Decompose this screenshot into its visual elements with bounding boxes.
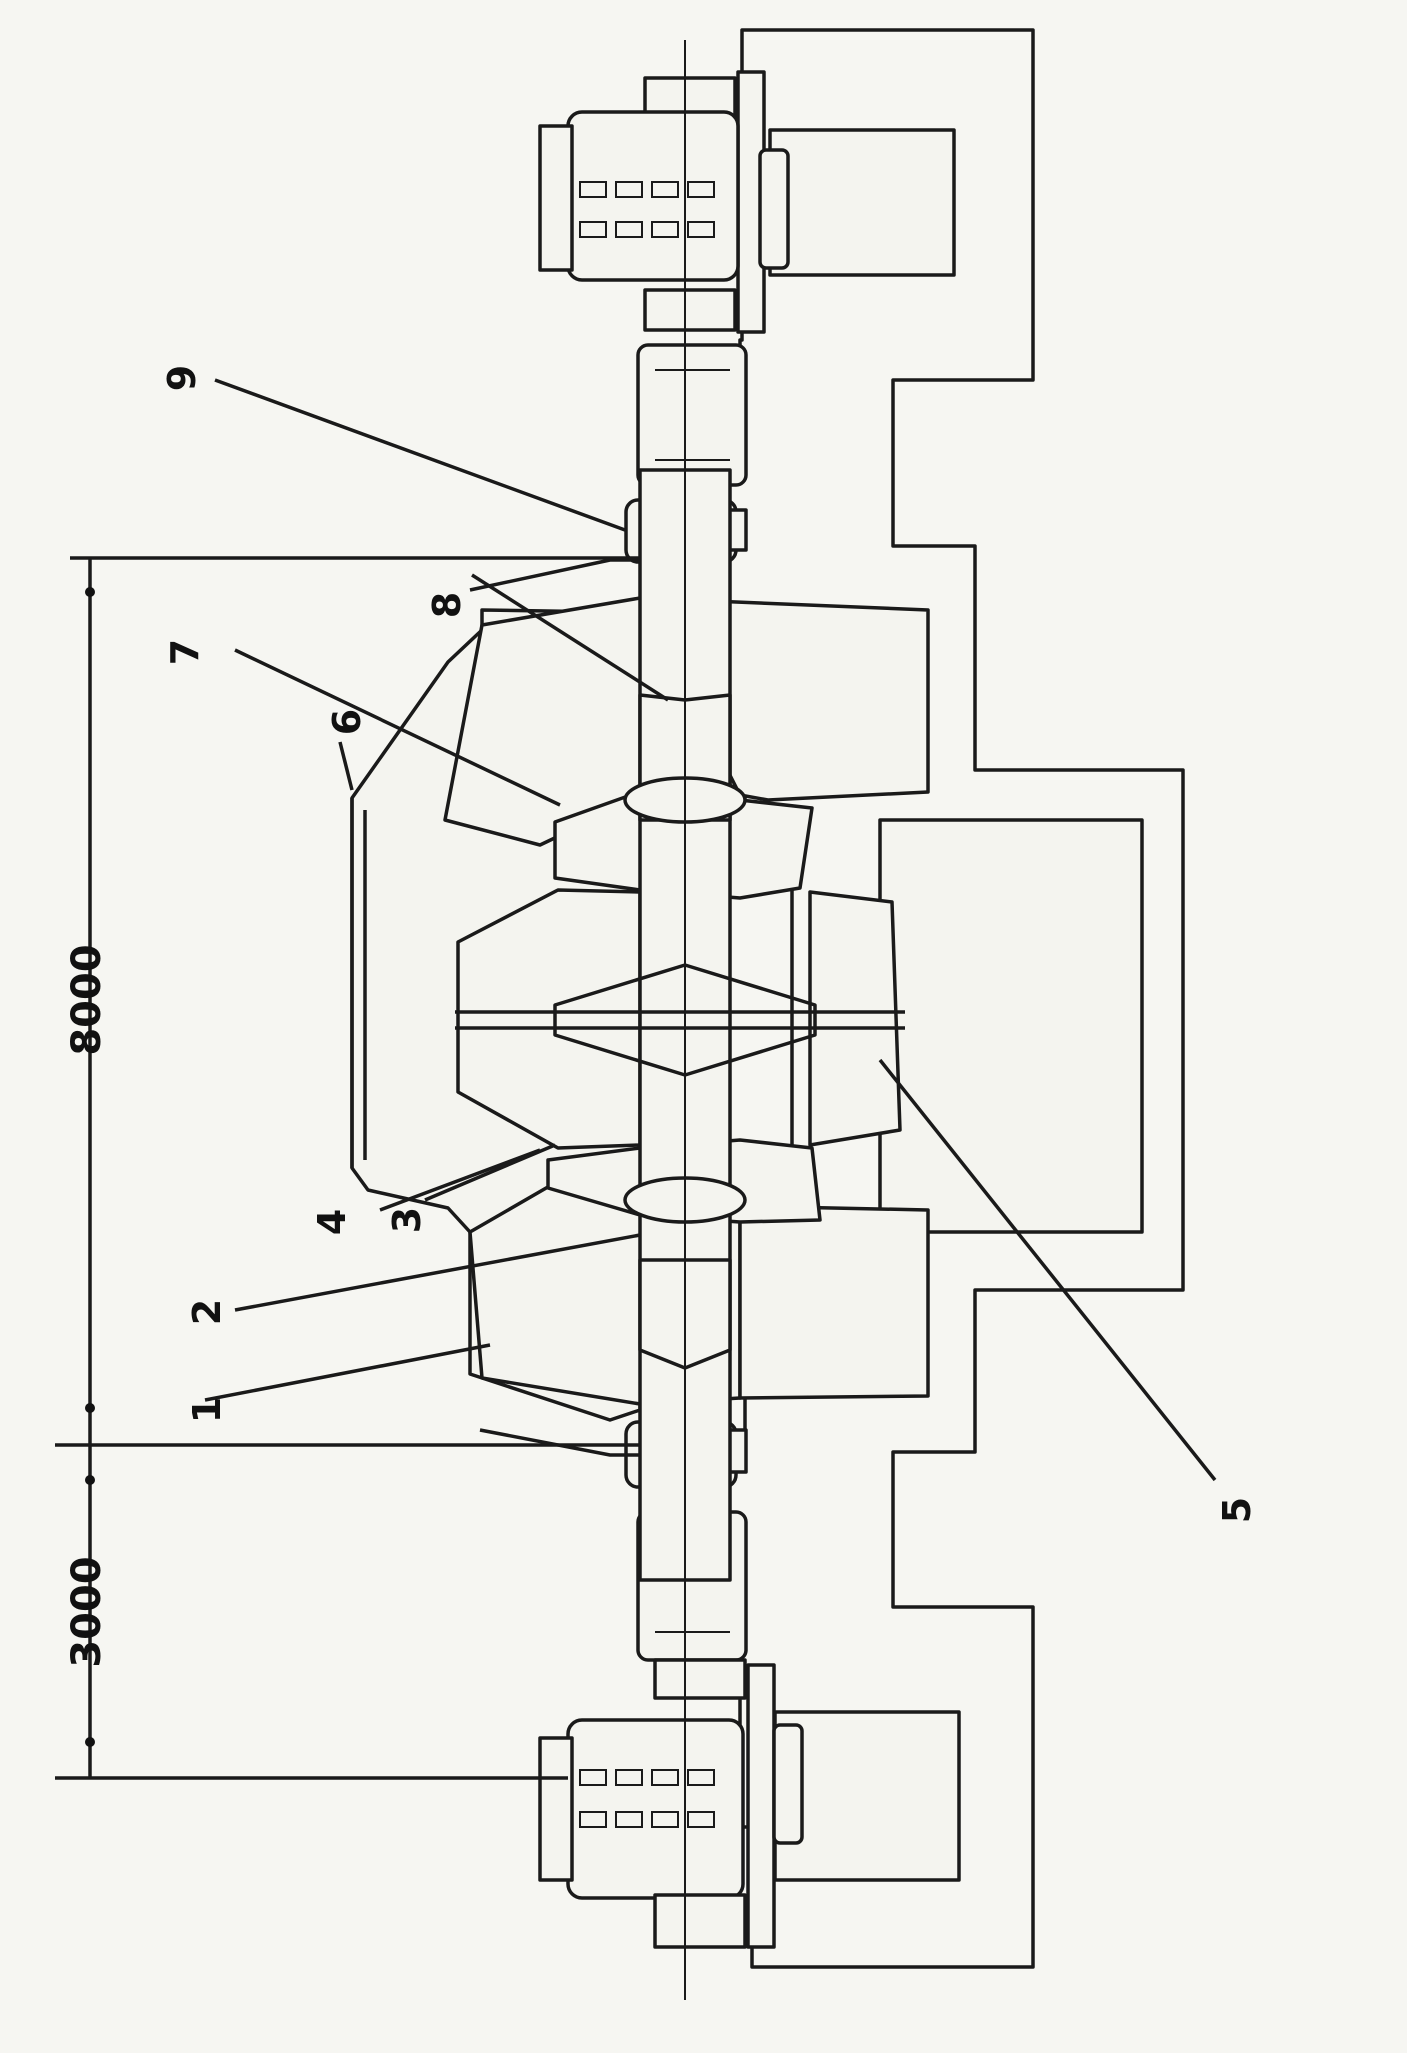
lower-motor-pit bbox=[773, 1710, 961, 1882]
label-2: 2 bbox=[185, 1299, 229, 1325]
upper-drive bbox=[538, 70, 790, 564]
leader-lines bbox=[204, 378, 1217, 1482]
upper-motor-pit bbox=[768, 128, 956, 277]
label-8: 8 bbox=[425, 592, 469, 618]
dimension-lines bbox=[55, 556, 640, 1780]
label-6: 6 bbox=[325, 709, 369, 735]
main-machine bbox=[350, 40, 930, 2000]
label-7: 7 bbox=[163, 639, 207, 665]
concrete-foundation bbox=[718, 28, 1185, 1969]
dimension-main: 8000 bbox=[64, 944, 110, 1055]
label-9: 9 bbox=[160, 365, 204, 391]
dimension-side: 3000 bbox=[64, 1556, 110, 1667]
label-4: 4 bbox=[310, 1209, 354, 1235]
label-1: 1 bbox=[185, 1397, 229, 1423]
central-pit bbox=[878, 818, 1144, 1234]
label-3: 3 bbox=[385, 1207, 429, 1233]
label-5: 5 bbox=[1215, 1497, 1259, 1523]
